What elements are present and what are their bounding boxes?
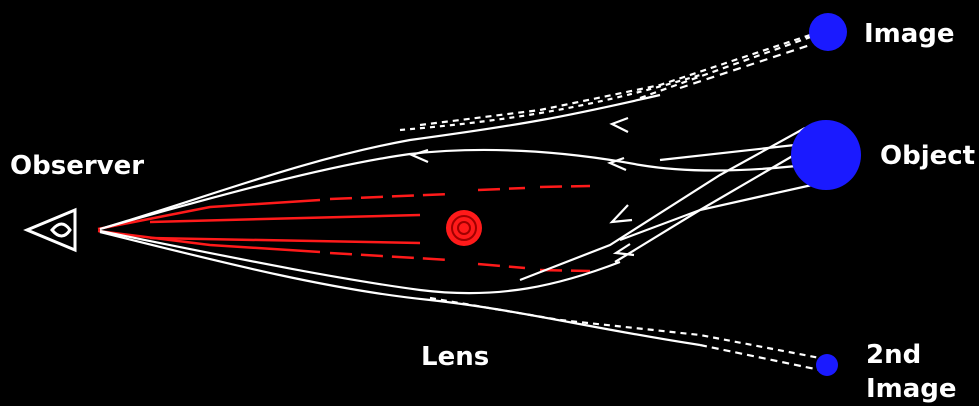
second-image-label-line1: 2nd <box>866 338 957 372</box>
image-label: Image <box>864 21 955 47</box>
object-label: Object <box>880 143 975 169</box>
ray-arrowheads <box>412 118 634 255</box>
object-dot <box>791 120 861 190</box>
second-image-dot <box>816 354 838 376</box>
image-dot <box>809 13 847 51</box>
light-rays <box>100 30 840 370</box>
second-image-label-line2: Image <box>866 372 957 406</box>
lens-label: Lens <box>421 344 489 370</box>
lens-cone-lines <box>98 186 590 271</box>
eye-icon <box>27 210 75 250</box>
lens-mass <box>446 210 482 246</box>
observer-label: Observer <box>10 153 144 179</box>
second-image-label: 2nd Image <box>866 338 957 406</box>
